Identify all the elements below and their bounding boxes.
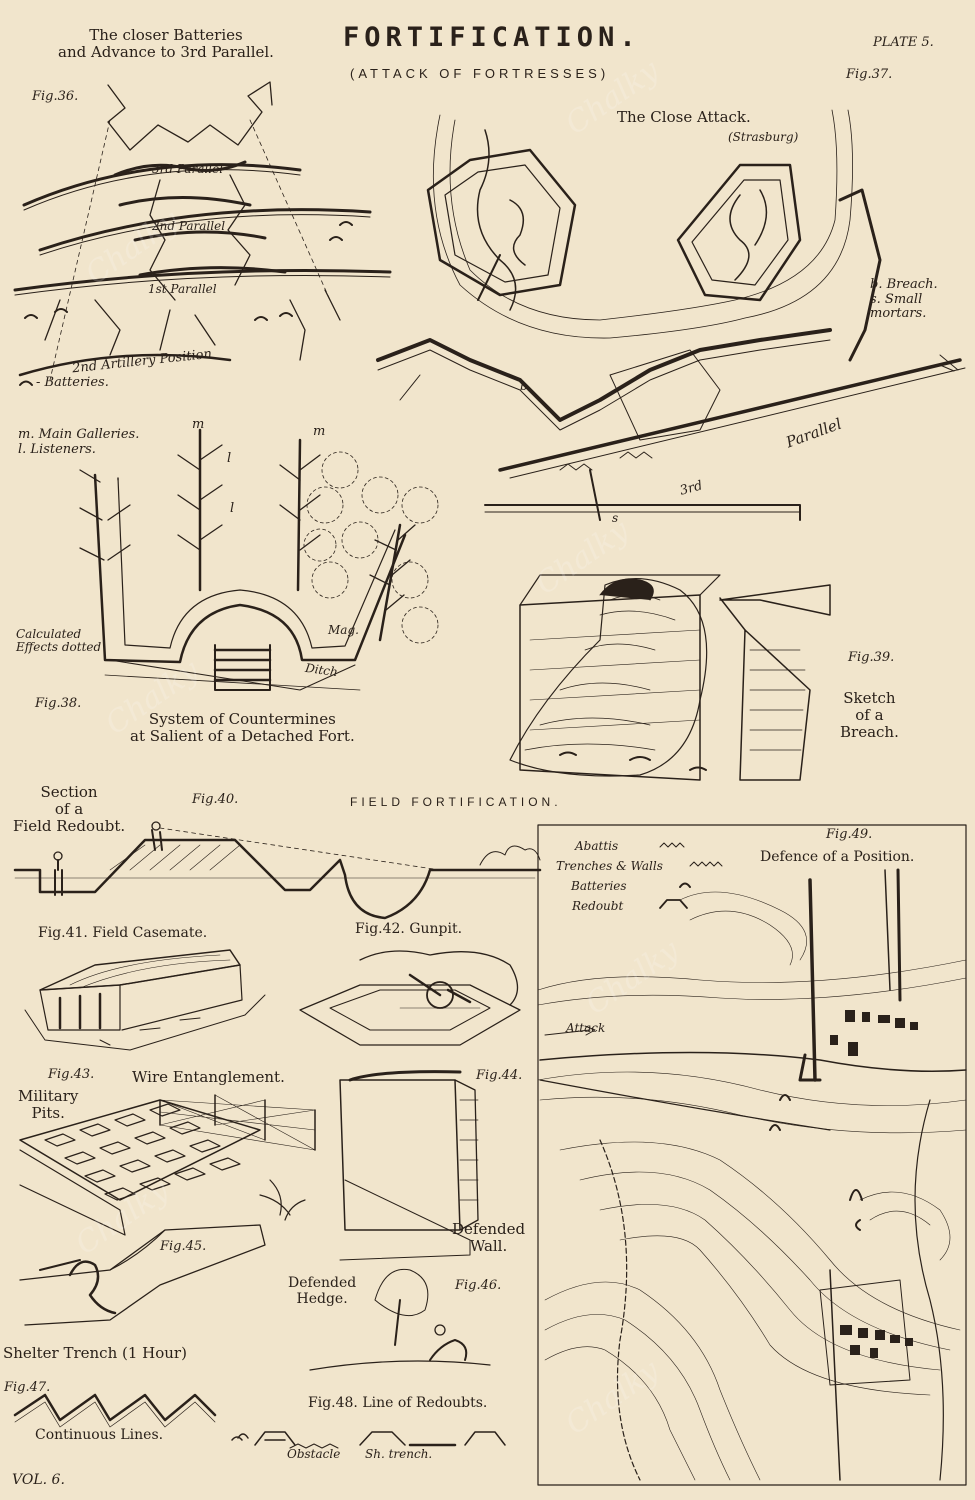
fig45-trench-drawing: [19, 1224, 266, 1326]
fig38-magazine: Mag.: [328, 623, 359, 637]
fig49-legend-batteries: Batteries: [571, 879, 627, 893]
fig39-caption: Sketch of a Breach.: [840, 689, 899, 741]
fig49-attack-label: Attack: [566, 1021, 606, 1035]
fig36-parallel3: 3rd Parallel: [152, 162, 224, 176]
fig39-breach-drawing: [509, 574, 831, 781]
fig43-caption: Military Pits.: [18, 1087, 79, 1122]
fig48-obstacle: Obstacle: [287, 1447, 341, 1461]
fig48-shelter-trench: Sh. trench.: [365, 1447, 433, 1461]
fig38-countermine-drawing: [79, 428, 439, 691]
fig46-caption: Defended Hedge.: [288, 1275, 357, 1307]
fig37-mark-b: b: [520, 379, 528, 393]
fig38-label: Fig.38.: [35, 696, 82, 711]
fig37-place: (Strasburg): [728, 130, 799, 144]
fig49-label: Fig.49.: [826, 827, 873, 842]
fig45-label: Fig.45.: [160, 1239, 207, 1254]
plate-title: FORTIFICATION.: [343, 22, 641, 53]
fig41-casemate-drawing: [24, 949, 266, 1051]
fig36-parallel1: 1st Parallel: [148, 282, 217, 296]
fig36-trench-drawing: [13, 81, 392, 386]
fig38-caption: System of Countermines at Salient of a D…: [130, 710, 355, 745]
fig38-legend: m. Main Galleries. l. Listeners.: [18, 427, 140, 457]
fig39-label: Fig.39.: [848, 650, 895, 665]
fig37-siege-plan: [376, 109, 966, 521]
plate-number: PLATE 5.: [873, 35, 934, 50]
fig37-legend: b. Breach. s. Small mortars.: [870, 277, 938, 322]
fig46-hedge-drawing: [309, 1268, 491, 1371]
fig40-caption: Section of a Field Redoubt.: [13, 783, 126, 835]
fig49-legend-abattis: Abattis: [575, 839, 619, 853]
fig43-wire-entanglement: Wire Entanglement.: [132, 1068, 285, 1086]
fig43-label: Fig.43.: [48, 1067, 95, 1082]
fig49-map: [537, 824, 967, 1486]
fig38-l-upper: l: [227, 451, 232, 466]
fig37-title: The Close Attack.: [617, 108, 751, 126]
fig49-title: Defence of a Position.: [760, 849, 915, 865]
field-fortification-heading: FIELD FORTIFICATION.: [350, 795, 562, 809]
fig41-caption: Fig.41. Field Casemate.: [38, 925, 208, 941]
fig38-l-lower: l: [230, 501, 235, 516]
fig46-label: Fig.46.: [455, 1278, 502, 1293]
fig42-caption: Fig.42. Gunpit.: [355, 921, 463, 937]
fig38-m-right: m: [313, 424, 326, 439]
fig42-gunpit-drawing: [299, 950, 521, 1046]
fig44-label: Fig.44.: [476, 1068, 523, 1083]
volume-label: VOL. 6.: [12, 1472, 65, 1488]
fig38-m-left: m: [192, 417, 205, 432]
plate-subtitle: (ATTACK OF FORTRESSES): [350, 66, 610, 81]
fig37-label: Fig.37.: [846, 67, 893, 82]
fig36-title: The closer Batteries and Advance to 3rd …: [58, 26, 274, 61]
fig49-legend-trenches: Trenches & Walls: [556, 859, 663, 873]
fig40-label: Fig.40.: [192, 792, 239, 807]
fig44-wall-drawing: [259, 1070, 479, 1261]
fig45-caption: Shelter Trench (1 Hour): [3, 1344, 187, 1362]
fig38-calculated-effects: Calculated Effects dotted: [16, 627, 102, 655]
fig48-caption: Fig.48. Line of Redoubts.: [308, 1395, 488, 1411]
fig43-pits-drawing: [19, 1094, 316, 1236]
fig47-caption: Continuous Lines.: [35, 1427, 164, 1443]
fig36-parallel2: 2nd Parallel: [152, 219, 226, 233]
fig47-label: Fig.47.: [4, 1380, 51, 1395]
fig44-caption: Defended Wall.: [452, 1220, 526, 1255]
fig37-mark-s: s: [612, 511, 619, 525]
fig36-batteries-legend: - Batteries.: [36, 375, 109, 390]
fig49-legend-redoubt: Redoubt: [572, 899, 624, 913]
fig40-redoubt-section: [13, 821, 542, 920]
fig47-48-drawing: [13, 1393, 506, 1449]
fig36-label: Fig.36.: [32, 89, 79, 104]
